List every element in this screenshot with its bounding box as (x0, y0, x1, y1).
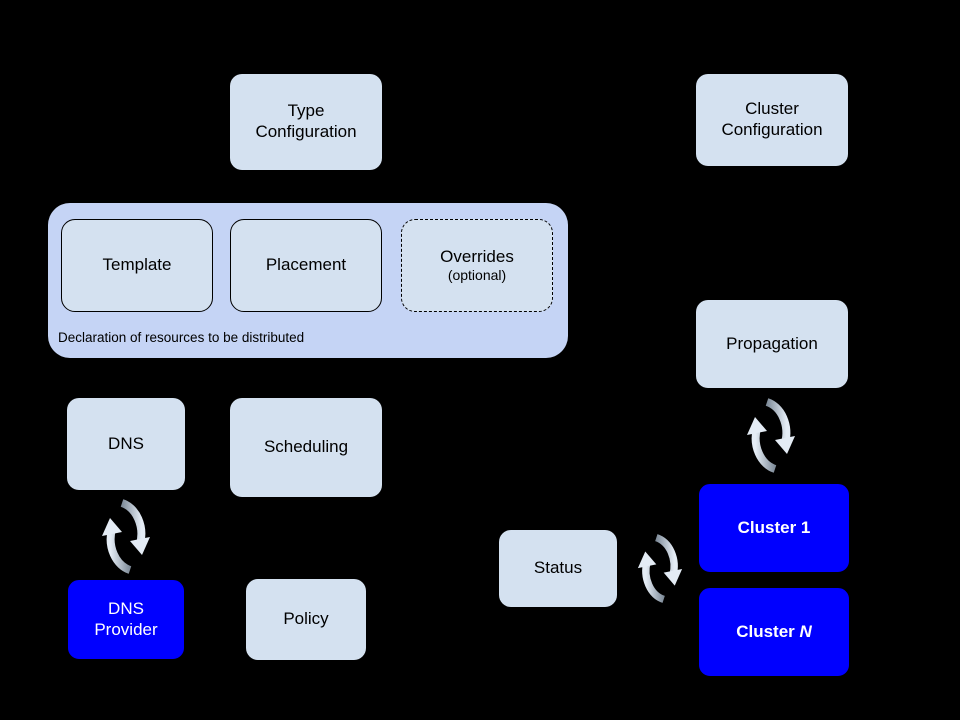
node-cluster-n[interactable]: Cluster N (698, 587, 850, 677)
node-cluster-configuration-line1: Cluster (745, 99, 799, 119)
node-template[interactable]: Template (61, 219, 213, 312)
node-cluster-1-suffix: 1 (800, 517, 811, 537)
node-type-configuration-line2: Configuration (255, 122, 357, 141)
node-cluster-n-label: Cluster N (736, 622, 812, 643)
node-type-configuration-label: Type Configuration (255, 101, 356, 142)
node-cluster-1-prefix: Cluster (737, 517, 801, 537)
node-dns-provider-line2: Provider (94, 619, 158, 639)
node-cluster-configuration-label: Cluster Configuration (721, 99, 822, 140)
node-overrides-note: (optional) (447, 267, 507, 284)
node-status-label: Status (533, 558, 583, 578)
node-dns-provider-label: DNS Provider (94, 599, 157, 640)
node-type-configuration[interactable]: Type Configuration (230, 74, 382, 170)
node-cluster-configuration[interactable]: Cluster Configuration (696, 74, 848, 166)
node-overrides-label: Overrides (440, 246, 514, 266)
node-dns-label: DNS (108, 433, 144, 453)
node-policy-label: Policy (283, 609, 329, 629)
node-scheduling-label: Scheduling (263, 437, 349, 457)
node-dns-provider[interactable]: DNS Provider (67, 579, 185, 660)
node-scheduling[interactable]: Scheduling (230, 398, 382, 497)
sync-cycle-icon-status (637, 534, 683, 603)
node-dns[interactable]: DNS (67, 398, 185, 490)
node-propagation-label: Propagation (726, 333, 818, 353)
node-placement[interactable]: Placement (230, 219, 382, 312)
node-cluster-1-label: Cluster 1 (738, 518, 811, 539)
node-overrides[interactable]: Overrides (optional) (401, 219, 553, 312)
node-placement-label: Placement (265, 255, 347, 275)
node-status[interactable]: Status (499, 530, 617, 607)
sync-cycle-icon-dns (102, 499, 150, 574)
node-policy[interactable]: Policy (246, 579, 366, 660)
node-propagation[interactable]: Propagation (696, 300, 848, 388)
node-cluster-n-suffix: N (799, 621, 812, 641)
node-type-configuration-line1: Type (287, 101, 325, 121)
node-cluster-configuration-line2: Configuration (721, 120, 823, 139)
node-cluster-n-prefix: Cluster (736, 621, 800, 641)
panel-caption: Declaration of resources to be distribut… (58, 330, 305, 345)
sync-cycle-icon-propagation (747, 398, 795, 473)
node-dns-provider-line1: DNS (108, 598, 144, 618)
node-template-label: Template (102, 255, 172, 275)
node-cluster-1[interactable]: Cluster 1 (698, 483, 850, 573)
